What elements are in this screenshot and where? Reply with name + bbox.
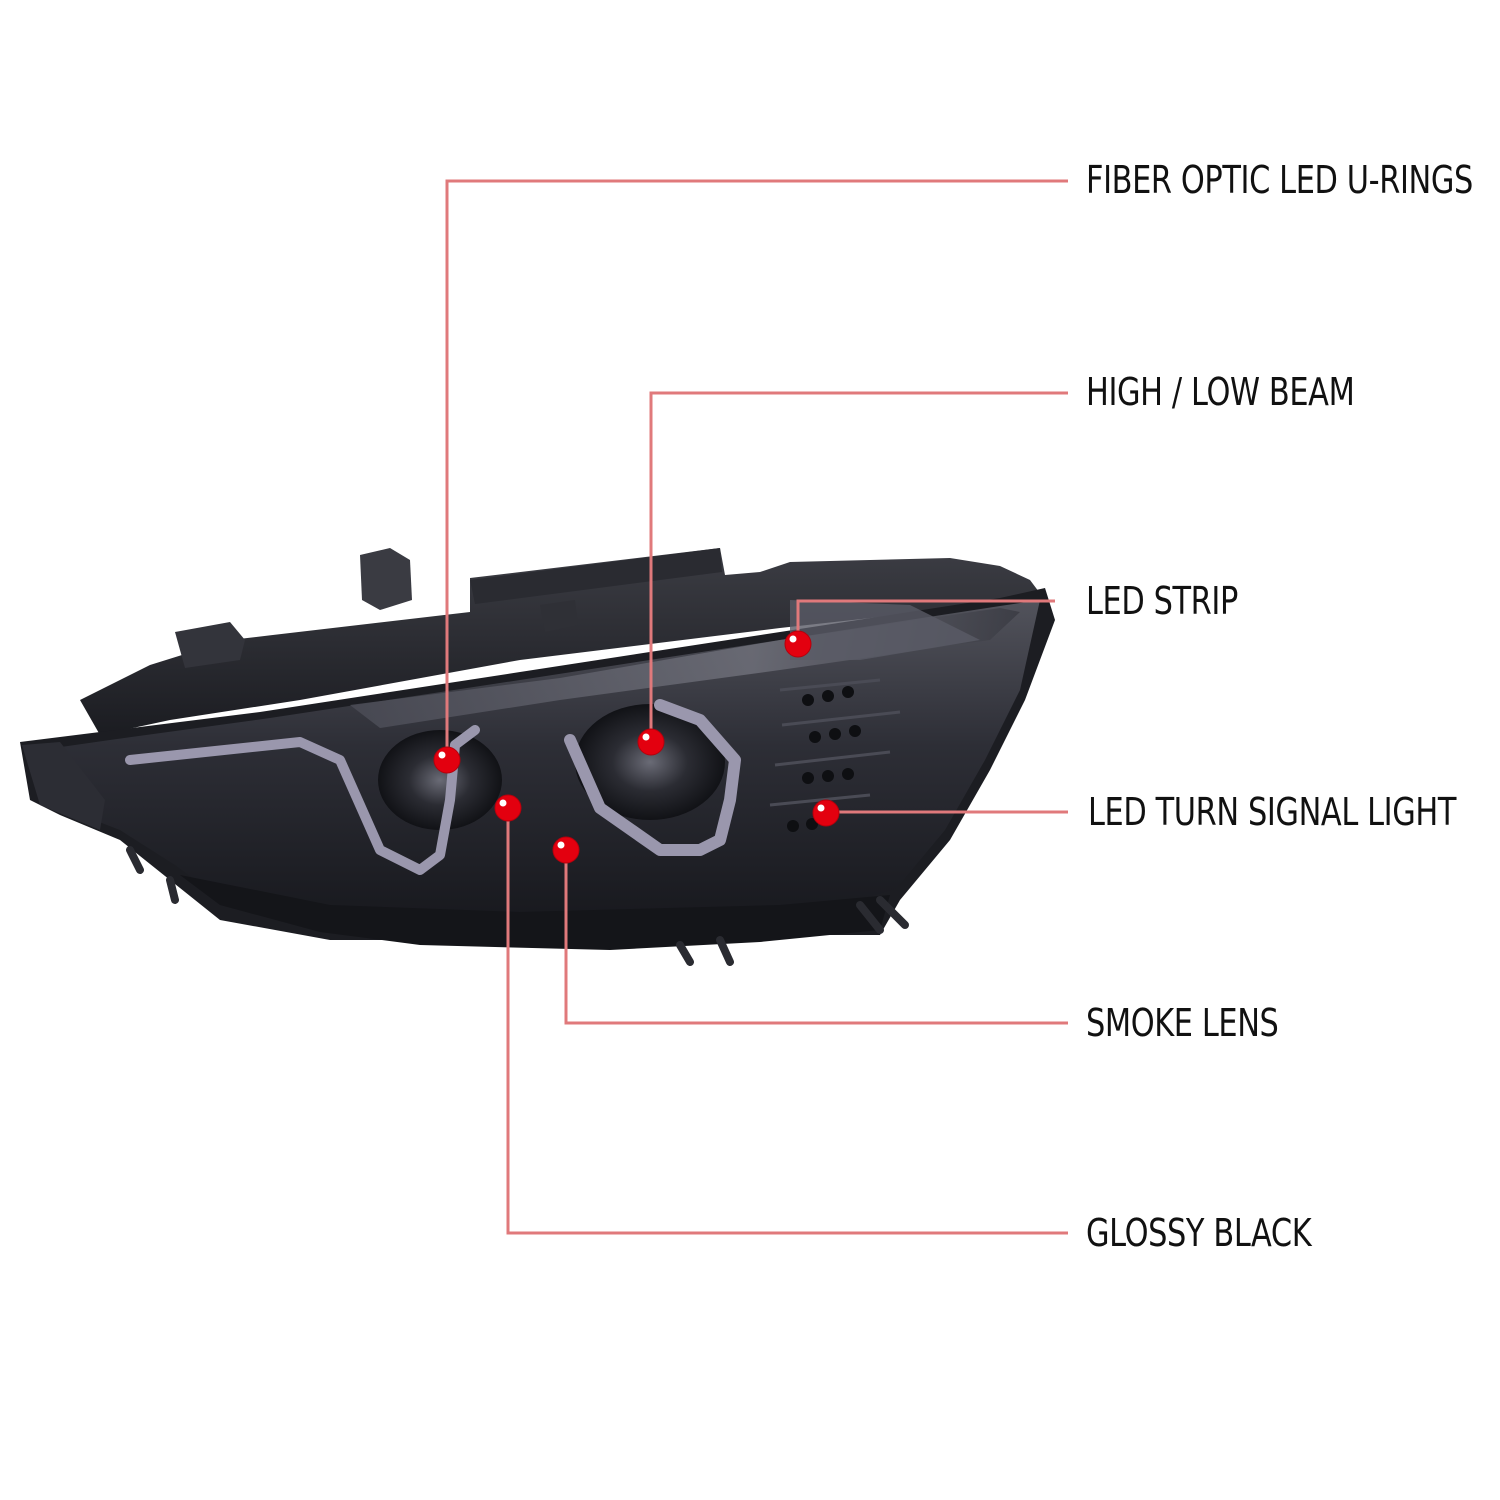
signal-chevrons (769, 678, 901, 807)
leader-line-led-strip (796, 599, 1055, 644)
side-reflector (22, 742, 105, 830)
rear-housing (80, 548, 1045, 735)
headlight-image (20, 548, 1055, 966)
marker-dot-smoke-lens (552, 836, 580, 864)
smoke-lens-surface (40, 600, 1040, 925)
bottom-trim (180, 875, 890, 950)
marker-dot-u-rings (433, 746, 461, 774)
turn-signal-leds (787, 686, 861, 832)
marker-dot-beam (637, 728, 665, 756)
projector-right (575, 704, 725, 820)
marker-dot-led-strip (784, 630, 812, 658)
label-glossy-black: GLOSSY BLACK (1086, 1211, 1312, 1255)
mounting-tabs (126, 846, 909, 966)
projector-left (378, 730, 502, 830)
label-led-strip: LED STRIP (1086, 579, 1238, 623)
top-bracket (470, 548, 722, 604)
leader-line-glossy-black (506, 808, 1068, 1235)
left-clip (360, 548, 412, 610)
marker-dot-glossy-black (494, 794, 522, 822)
label-high-low-beam: HIGH / LOW BEAM (1086, 370, 1355, 414)
leader-lines (445, 179, 1068, 1235)
u-ring-right (564, 699, 741, 856)
marker-dot-turn-signal (812, 799, 840, 827)
leader-line-beam (649, 391, 1068, 740)
left-clip-2 (175, 622, 245, 668)
label-smoke-lens: SMOKE LENS (1086, 1001, 1279, 1045)
led-strip-reflector (790, 600, 980, 660)
leader-line-smoke-lens (564, 850, 1068, 1025)
leader-line-u-rings (445, 179, 1068, 760)
marker-dots (433, 630, 840, 864)
top-post (540, 600, 578, 632)
label-fiber-optic-led-u-rings: FIBER OPTIC LED U-RINGS (1086, 158, 1473, 202)
label-led-turn-signal-light: LED TURN SIGNAL LIGHT (1088, 790, 1457, 834)
